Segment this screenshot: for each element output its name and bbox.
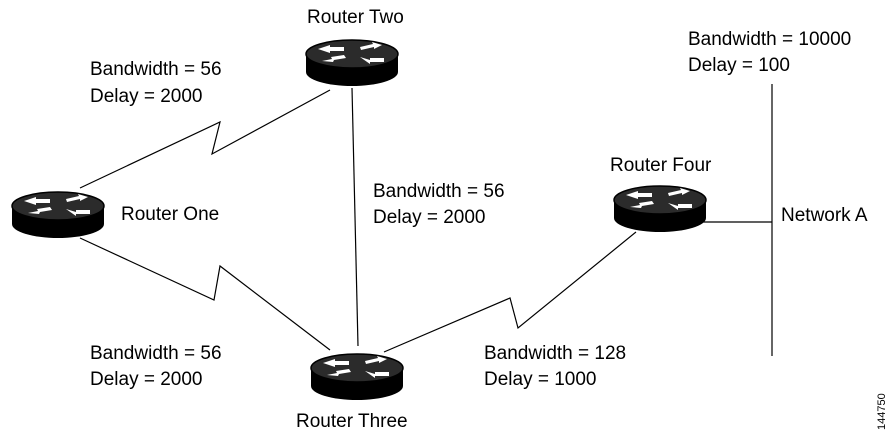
- link-three-four-delay: Delay = 1000: [484, 369, 597, 390]
- link-three-four: [383, 231, 637, 353]
- network-a-label: Network A: [781, 205, 868, 226]
- network-a-delay: Delay = 100: [688, 55, 790, 76]
- link-one-three-bandwidth: Bandwidth = 56: [90, 343, 222, 364]
- network-a-bandwidth: Bandwidth = 10000: [688, 29, 852, 50]
- link-one-two-delay: Delay = 2000: [90, 86, 203, 107]
- router-two-label: Router Two: [307, 7, 404, 28]
- link-one-two: [79, 89, 331, 189]
- link-one-three: [79, 237, 331, 351]
- figure-id: 144750: [876, 393, 888, 430]
- link-two-three-bandwidth: Bandwidth = 56: [373, 181, 505, 202]
- link-one-two-bandwidth: Bandwidth = 56: [90, 59, 222, 80]
- router-two-icon: [305, 39, 399, 87]
- router-one-label: Router One: [121, 204, 220, 225]
- link-two-three: [351, 87, 359, 347]
- router-three-label: Router Three: [296, 411, 408, 432]
- router-four-icon: [613, 185, 707, 233]
- router-four-label: Router Four: [610, 155, 712, 176]
- link-one-three-delay: Delay = 2000: [90, 369, 203, 390]
- link-three-four-bandwidth: Bandwidth = 128: [484, 343, 627, 364]
- router-one-icon: [11, 191, 105, 239]
- router-three-icon: [310, 353, 404, 401]
- link-two-three-delay: Delay = 2000: [373, 207, 486, 228]
